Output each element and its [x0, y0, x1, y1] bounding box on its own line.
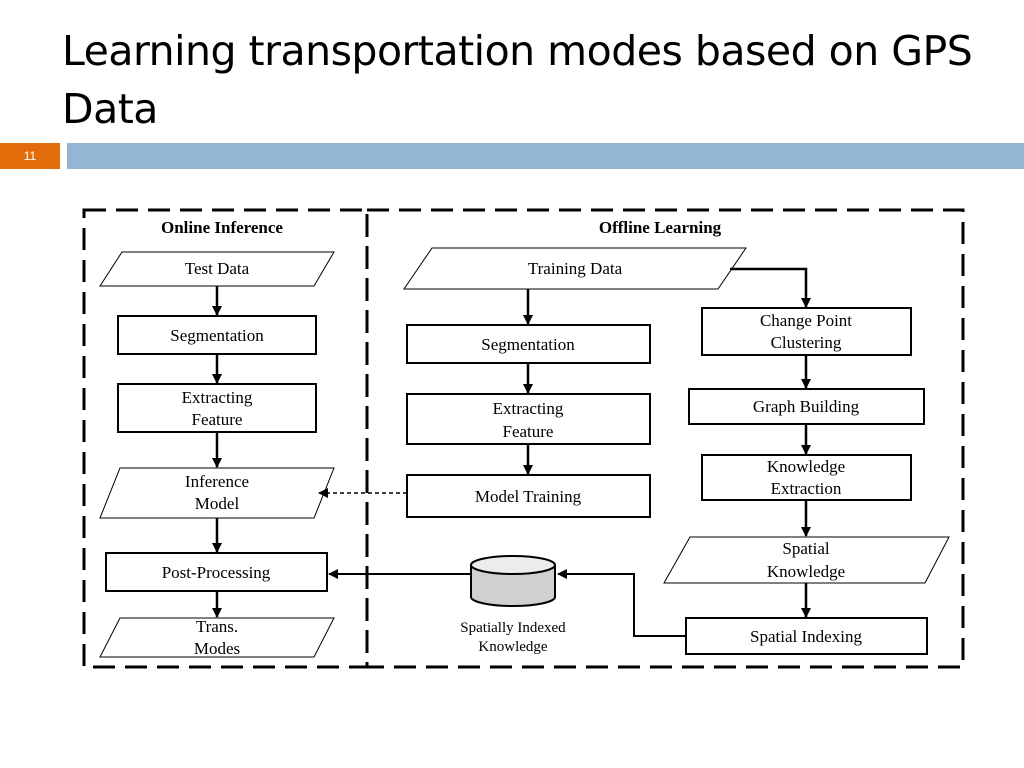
online-segmentation-label: Segmentation — [170, 326, 264, 345]
online-inference-title: Online Inference — [161, 218, 283, 237]
spatial-knowledge-node: Spatial Knowledge — [663, 536, 950, 584]
offline-learning-title: Offline Learning — [599, 218, 722, 237]
trans-modes-line1: Trans. — [196, 617, 238, 636]
inference-model-node: Inference Model — [99, 467, 335, 519]
online-extracting-feature-line1: Extracting — [182, 388, 253, 407]
page-number: 11 — [0, 143, 60, 169]
database-icon — [470, 555, 556, 607]
trans-modes-node: Trans. Modes — [99, 617, 335, 658]
model-training-node: Model Training — [406, 474, 651, 518]
slide-title: Learning transportation modes based on G… — [62, 27, 973, 133]
spatial-indexing-node: Spatial Indexing — [685, 617, 928, 655]
model-training-label: Model Training — [475, 487, 582, 506]
arrow-training-to-clustering — [730, 267, 811, 308]
knowledge-extraction-node: Knowledge Extraction — [701, 454, 912, 501]
training-data-label: Training Data — [528, 259, 623, 278]
change-point-clustering-line2: Clustering — [771, 333, 842, 352]
offline-learning-frame — [365, 208, 965, 669]
change-point-clustering-line1: Change Point — [760, 311, 852, 330]
knowledge-extraction-line2: Extraction — [771, 479, 842, 498]
spatially-indexed-knowledge-line1: Spatially Indexed — [460, 620, 566, 636]
offline-segmentation-node: Segmentation — [406, 324, 651, 364]
offline-extracting-feature-line1: Extracting — [493, 399, 564, 418]
arrow-indexing-to-database — [557, 569, 686, 637]
spatial-knowledge-line1: Spatial — [782, 539, 829, 558]
change-point-clustering-node: Change Point Clustering — [701, 307, 912, 356]
spatially-indexed-knowledge-line2: Knowledge — [478, 639, 547, 655]
test-data-node: Test Data — [99, 251, 335, 287]
spatial-knowledge-line2: Knowledge — [767, 562, 845, 581]
offline-extracting-feature-node: Extracting Feature — [406, 393, 651, 445]
offline-segmentation-label: Segmentation — [481, 335, 575, 354]
trans-modes-line2: Modes — [194, 639, 240, 658]
knowledge-extraction-line1: Knowledge — [767, 457, 845, 476]
post-processing-label: Post-Processing — [162, 563, 271, 582]
graph-building-label: Graph Building — [753, 397, 860, 416]
offline-extracting-feature-line2: Feature — [503, 422, 554, 441]
online-extracting-feature-line2: Feature — [192, 410, 243, 429]
inference-model-line2: Model — [195, 494, 240, 513]
online-extracting-feature-node: Extracting Feature — [117, 383, 317, 433]
header-bar — [67, 143, 1024, 169]
online-inference-frame — [82, 208, 369, 669]
inference-model-line1: Inference — [185, 472, 249, 491]
graph-building-node: Graph Building — [688, 388, 925, 425]
spatial-indexing-label: Spatial Indexing — [750, 627, 862, 646]
online-segmentation-node: Segmentation — [117, 315, 317, 355]
training-data-node: Training Data — [403, 247, 747, 290]
post-processing-node: Post-Processing — [105, 552, 328, 592]
test-data-label: Test Data — [185, 259, 250, 278]
